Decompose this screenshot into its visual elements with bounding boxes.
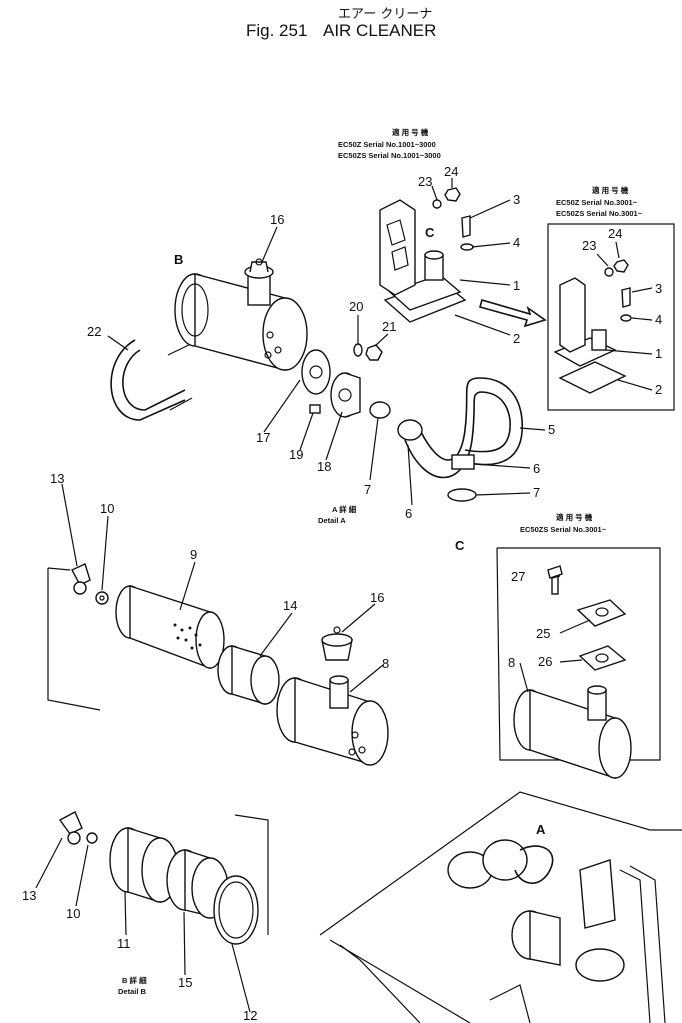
part-label: 6 bbox=[405, 506, 412, 521]
part-label: 7 bbox=[533, 485, 540, 500]
serial-note-top-line2: EC50ZS Serial No.1001~3000 bbox=[338, 151, 441, 160]
part-label: 3 bbox=[513, 192, 520, 207]
part-label: 21 bbox=[382, 319, 396, 334]
part-label: 9 bbox=[190, 547, 197, 562]
inset-box-mid-right bbox=[496, 547, 661, 761]
middle-exploded-assembly bbox=[71, 563, 389, 766]
part-label: 2 bbox=[513, 331, 520, 346]
part-label: 14 bbox=[283, 598, 297, 613]
detail-a-jp: A 詳 細 bbox=[332, 504, 357, 514]
part-label: 13 bbox=[22, 888, 36, 903]
part-label: 15 bbox=[178, 975, 192, 990]
part-label: 23 bbox=[582, 238, 596, 253]
figure-number: Fig. 251 bbox=[246, 21, 307, 40]
intake-bracket-assembly-top bbox=[379, 187, 474, 323]
part-label: 7 bbox=[364, 482, 371, 497]
part-label: 26 bbox=[538, 654, 552, 669]
view-letter-b: B bbox=[174, 252, 183, 267]
part-label: 4 bbox=[655, 312, 662, 327]
serial-note-right-header: 適 用 号 機 bbox=[592, 185, 629, 195]
part-label: 17 bbox=[256, 430, 270, 445]
part-label: 10 bbox=[100, 501, 114, 516]
part-label: 10 bbox=[66, 906, 80, 921]
serial-note-top-header: 適 用 号 機 bbox=[392, 127, 429, 137]
view-letter-c-top: C bbox=[425, 225, 435, 240]
part-label: 25 bbox=[536, 626, 550, 641]
serial-note-right-line1: EC50Z Serial No.3001~ bbox=[556, 198, 638, 207]
serial-note-mid-header: 適 用 号 機 bbox=[556, 512, 593, 522]
leader-bracket-bottom bbox=[234, 814, 269, 935]
serial-note-top-line1: EC50Z Serial No.1001~3000 bbox=[338, 140, 436, 149]
detail-b-jp: B 詳 細 bbox=[122, 975, 147, 985]
part-label: 19 bbox=[289, 447, 303, 462]
detail-b-assembly bbox=[58, 811, 259, 945]
inset-box-serial-3001 bbox=[547, 223, 675, 411]
part-label: 11 bbox=[117, 936, 131, 951]
part-label: 12 bbox=[243, 1008, 257, 1023]
figure-title: AIR CLEANER bbox=[323, 21, 436, 40]
intake-bracket-assembly-inset bbox=[553, 259, 632, 394]
hatched-arrow bbox=[479, 299, 547, 328]
machine-view bbox=[319, 791, 682, 1023]
intake-hose-assembly bbox=[397, 377, 523, 502]
part-label: 24 bbox=[444, 164, 458, 179]
part-label: 1 bbox=[513, 278, 520, 293]
leader-lines bbox=[35, 178, 653, 1013]
part-label: 1 bbox=[655, 346, 662, 361]
part-label: 4 bbox=[513, 235, 520, 250]
part-label: 3 bbox=[655, 281, 662, 296]
part-label: 23 bbox=[418, 174, 432, 189]
leader-bracket-left bbox=[47, 568, 101, 711]
part-label: 27 bbox=[511, 569, 525, 584]
view-letter-c-bottom: C bbox=[455, 538, 465, 553]
detail-b-en: Detail B bbox=[118, 987, 147, 996]
part-label: 8 bbox=[508, 655, 515, 670]
view-letter-a: A bbox=[536, 822, 546, 837]
part-label: 5 bbox=[548, 422, 555, 437]
part-label: 13 bbox=[50, 471, 64, 486]
upper-air-cleaner-assembly bbox=[110, 258, 391, 421]
part-label: 16 bbox=[370, 590, 384, 605]
part-label: 22 bbox=[87, 324, 101, 339]
title-japanese: エアー クリーナ bbox=[338, 7, 432, 22]
part-label: 16 bbox=[270, 212, 284, 227]
serial-note-mid-line1: EC50ZS Serial No.3001~ bbox=[520, 525, 607, 534]
part-label: 24 bbox=[608, 226, 622, 241]
part-label: 20 bbox=[349, 299, 363, 314]
detail-a-en: Detail A bbox=[318, 516, 346, 525]
part-label: 8 bbox=[382, 656, 389, 671]
part-label: 6 bbox=[533, 461, 540, 476]
inset-mid-parts bbox=[513, 565, 632, 779]
part-label: 2 bbox=[655, 382, 662, 397]
part-label: 18 bbox=[317, 459, 331, 474]
serial-note-right-line2: EC50ZS Serial No.3001~ bbox=[556, 209, 643, 218]
